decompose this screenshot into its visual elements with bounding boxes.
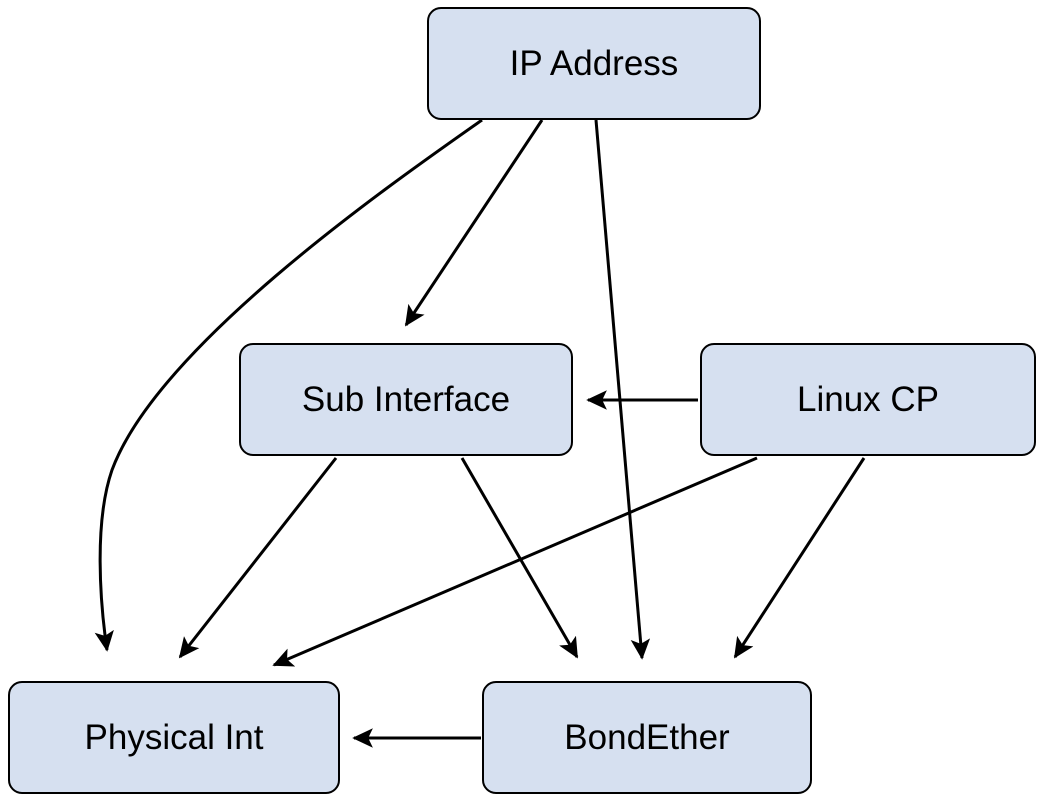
node-linux-cp[interactable]: Linux CP [700,343,1036,456]
node-sub-interface-label: Sub Interface [301,380,511,419]
node-physical-int-label: Physical Int [84,718,264,757]
edge-ip-address-to-bond-ether [594,119,651,660]
node-linux-cp-label: Linux CP [796,380,940,419]
node-ip-address-label: IP Address [509,44,679,83]
edge-ip-address-to-sub-interface [404,119,544,327]
node-ip-address[interactable]: IP Address [427,7,761,120]
node-physical-int[interactable]: Physical Int [8,681,340,794]
edge-linux-cp-to-physical-int [272,456,758,667]
edge-sub-interface-to-bond-ether [460,457,579,659]
edge-sub-interface-to-physical-int [178,457,338,659]
edge-ip-address-to-physical-int [94,118,483,652]
node-sub-interface[interactable]: Sub Interface [239,343,573,456]
node-bond-ether[interactable]: BondEther [482,681,812,794]
edge-linux-cp-to-bond-ether [733,457,866,659]
node-bond-ether-label: BondEther [564,718,730,757]
